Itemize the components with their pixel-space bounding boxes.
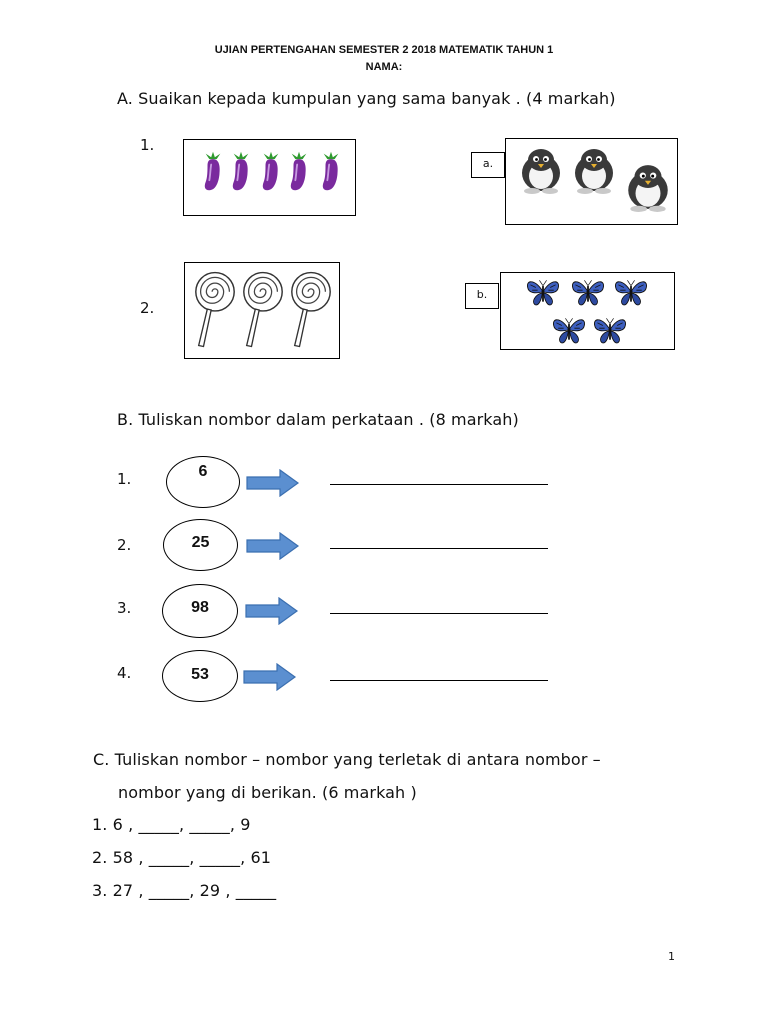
page-number: 1 [668,950,675,963]
butterfly-icon [571,279,605,306]
section-b-item-number: 4. [117,664,132,682]
butterfly-icon [526,279,560,306]
butterfly-icon [552,317,586,344]
section-c-item[interactable]: 3. 27 , _____, 29 , _____ [92,881,277,900]
section-c-instruction-line-2: nombor yang di berikan. (6 markah ) [118,783,417,802]
answer-line[interactable] [330,613,548,614]
name-label: NAMA: [365,61,403,73]
eggplant-group-box [183,139,356,216]
lollipop-group-box [184,262,340,359]
arrow-right-icon [246,469,299,497]
eggplant-icon [289,150,308,192]
section-a-item-2-number: 2. [140,299,155,317]
eggplant-icon [321,150,340,192]
answer-line[interactable] [330,484,548,485]
eggplant-icon [203,150,222,192]
number-oval: 25 [163,519,238,571]
answer-line[interactable] [330,548,548,549]
section-c-item[interactable]: 1. 6 , _____, _____, 9 [92,815,251,834]
number-oval: 6 [166,456,240,508]
butterfly-icon [593,317,627,344]
section-a-item-1-number: 1. [140,136,155,154]
penguin-icon [575,149,613,194]
eggplant-icon [261,150,280,192]
option-a-label: a. [471,152,505,178]
answer-line[interactable] [330,680,548,681]
lollipop-icon [243,271,283,348]
number-oval: 98 [162,584,238,638]
eggplant-icon [231,150,250,192]
number-oval: 53 [162,650,238,702]
butterfly-icon [614,279,648,306]
section-b-item-number: 2. [117,536,132,554]
section-b-instruction: B. Tuliskan nombor dalam perkataan . (8 … [117,410,519,429]
penguin-group-box [505,138,678,225]
option-b-label: b. [465,283,499,309]
section-c-instruction-line-1: C. Tuliskan nombor – nombor yang terleta… [93,750,601,769]
butterfly-group-box [500,272,675,350]
exam-title: UJIAN PERTENGAHAN SEMESTER 2 2018 MATEMA… [214,44,554,56]
section-b-item-number: 1. [117,470,132,488]
section-c-item[interactable]: 2. 58 , _____, _____, 61 [92,848,272,867]
arrow-right-icon [246,532,299,560]
section-a-instruction: A. Suaikan kepada kumpulan yang sama ban… [117,89,616,108]
section-b-item-number: 3. [117,599,132,617]
penguin-icon [628,165,668,212]
lollipop-icon [291,271,331,348]
lollipop-icon [195,271,235,348]
arrow-right-icon [245,597,298,625]
penguin-icon [522,149,560,194]
arrow-right-icon [243,663,296,691]
